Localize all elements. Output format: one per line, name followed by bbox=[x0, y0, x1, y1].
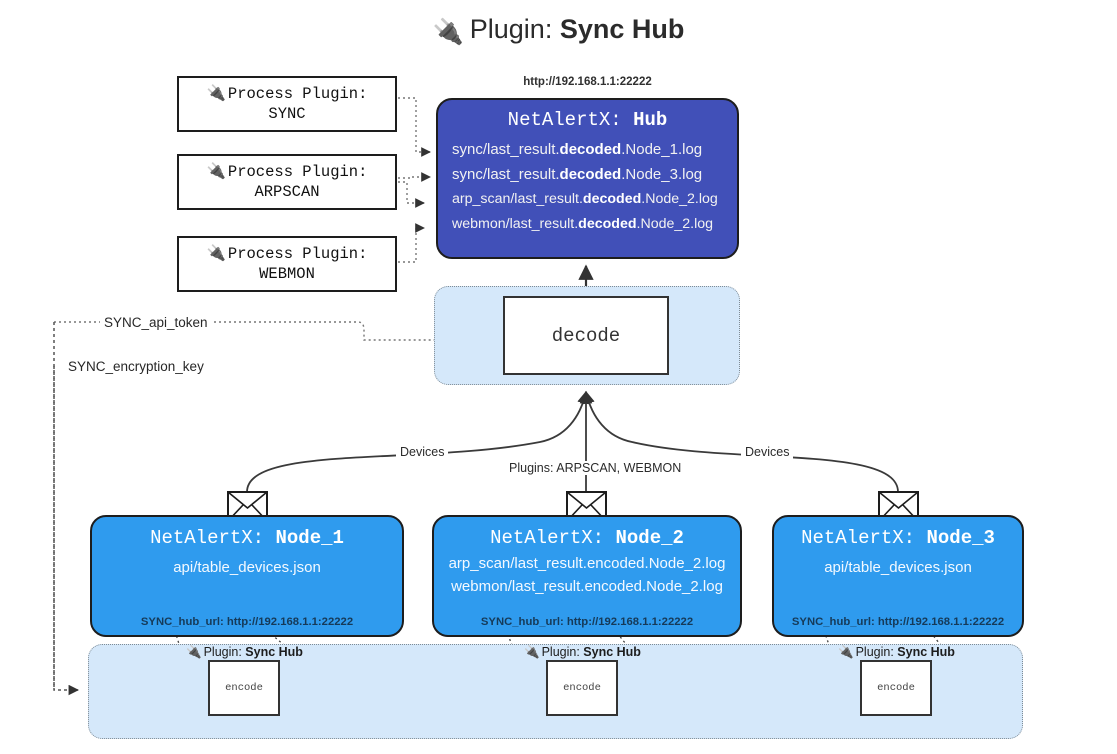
page-title: 🔌Plugin: Sync Hub bbox=[0, 14, 1117, 47]
hub-log-item: webmon/last_result.decoded.Node_2.log bbox=[452, 212, 737, 237]
hub-log-item: sync/last_result.decoded.Node_1.log bbox=[452, 137, 737, 162]
hub-title: NetAlertX: Hub bbox=[438, 109, 737, 131]
process-plugin-label: Process Plugin: bbox=[227, 84, 368, 103]
decode-box[interactable]: decode bbox=[503, 296, 669, 375]
process-plugin-box-sync[interactable]: 🔌Process Plugin: SYNC bbox=[177, 76, 397, 132]
encoder-prefix: Plugin: bbox=[541, 645, 580, 659]
encode-box-1[interactable]: encode bbox=[208, 660, 280, 716]
node-prefix: NetAlertX: bbox=[150, 527, 265, 549]
log-pre: webmon/last_result. bbox=[452, 216, 579, 232]
page-title-prefix: Plugin: bbox=[469, 14, 553, 44]
log-post: .Node_1.log bbox=[621, 141, 703, 158]
plug-icon: 🔌 bbox=[206, 162, 226, 180]
plug-icon: 🔌 bbox=[524, 645, 540, 659]
sync-api-token-label: SYNC_api_token bbox=[100, 315, 212, 330]
plug-icon: 🔌 bbox=[186, 645, 202, 659]
encode-box-3[interactable]: encode bbox=[860, 660, 932, 716]
node-title: NetAlertX: Node_1 bbox=[92, 527, 402, 549]
hub-node[interactable]: NetAlertX: Hub sync/last_result.decoded.… bbox=[436, 98, 739, 259]
node-name: Node_1 bbox=[275, 527, 344, 549]
node-name: Node_3 bbox=[926, 527, 995, 549]
encoder-name: Sync Hub bbox=[245, 645, 303, 659]
node-footer: SYNC_hub_url: http://192.168.1.1:22222 bbox=[140, 616, 354, 628]
node-line: arp_scan/last_result.encoded.Node_2.log bbox=[448, 555, 726, 572]
log-post: .Node_2.log bbox=[641, 191, 718, 207]
encoder-label-1: 🔌Plugin: Sync Hub bbox=[186, 645, 303, 660]
log-strong: decoded bbox=[578, 216, 637, 232]
process-plugin-box-arpscan[interactable]: 🔌Process Plugin: ARPSCAN bbox=[177, 154, 397, 210]
log-pre: sync/last_result. bbox=[452, 141, 560, 158]
hub-name: Hub bbox=[633, 109, 668, 131]
node-name: Node_2 bbox=[615, 527, 684, 549]
edge-label-plugins-center: Plugins: ARPSCAN, WEBMON bbox=[505, 461, 686, 475]
node-prefix: NetAlertX: bbox=[490, 527, 605, 549]
hub-url: http://192.168.1.1:22222 bbox=[523, 76, 652, 88]
node-box-node-3[interactable]: NetAlertX: Node_3 api/table_devices.json… bbox=[772, 515, 1024, 637]
node-title: NetAlertX: Node_2 bbox=[434, 527, 740, 549]
process-plugin-name: ARPSCAN bbox=[254, 183, 320, 201]
encoder-label-2: 🔌Plugin: Sync Hub bbox=[524, 645, 641, 660]
encoder-label-3: 🔌Plugin: Sync Hub bbox=[838, 645, 955, 660]
node-box-node-2[interactable]: NetAlertX: Node_2 arp_scan/last_result.e… bbox=[432, 515, 742, 637]
log-strong: decoded bbox=[582, 191, 642, 207]
encoder-prefix: Plugin: bbox=[855, 645, 894, 659]
sync-encryption-key-label: SYNC_encryption_key bbox=[64, 359, 208, 374]
process-plugin-box-webmon[interactable]: 🔌Process Plugin: WEBMON bbox=[177, 236, 397, 292]
hub-prefix: NetAlertX: bbox=[507, 109, 622, 131]
plug-icon: 🔌 bbox=[838, 645, 854, 659]
plug-icon: 🔌 bbox=[432, 18, 464, 46]
node-line: webmon/last_result.encoded.Node_2.log bbox=[451, 578, 723, 595]
node-footer: SYNC_hub_url: http://192.168.1.1:22222 bbox=[480, 616, 694, 628]
hub-log-item: arp_scan/last_result.decoded.Node_2.log bbox=[452, 187, 737, 212]
encoder-name: Sync Hub bbox=[897, 645, 955, 659]
log-pre: arp_scan/last_result. bbox=[452, 191, 583, 207]
node-box-node-1[interactable]: NetAlertX: Node_1 api/table_devices.json… bbox=[90, 515, 404, 637]
node-line: api/table_devices.json bbox=[824, 559, 972, 576]
log-strong: decoded bbox=[559, 141, 622, 158]
edge-label-devices-right: Devices bbox=[741, 445, 794, 459]
encode-box-2[interactable]: encode bbox=[546, 660, 618, 716]
process-plugin-name: WEBMON bbox=[259, 265, 315, 283]
encoder-name: Sync Hub bbox=[583, 645, 641, 659]
process-plugin-name: SYNC bbox=[268, 105, 306, 123]
node-line: api/table_devices.json bbox=[173, 559, 321, 576]
log-post: .Node_2.log bbox=[636, 216, 714, 232]
log-post: .Node_3.log bbox=[621, 166, 703, 183]
process-plugin-label: Process Plugin: bbox=[227, 162, 368, 181]
hub-log-item: sync/last_result.decoded.Node_3.log bbox=[452, 162, 737, 187]
node-prefix: NetAlertX: bbox=[801, 527, 916, 549]
plug-icon: 🔌 bbox=[206, 84, 226, 102]
edge-label-devices-left: Devices bbox=[396, 445, 449, 459]
hub-log-list: sync/last_result.decoded.Node_1.log sync… bbox=[438, 137, 737, 237]
process-plugin-label: Process Plugin: bbox=[227, 244, 368, 263]
node-title: NetAlertX: Node_3 bbox=[774, 527, 1022, 549]
log-strong: decoded bbox=[559, 166, 622, 183]
log-pre: sync/last_result. bbox=[452, 166, 560, 183]
encoder-prefix: Plugin: bbox=[203, 645, 242, 659]
plug-icon: 🔌 bbox=[206, 244, 226, 262]
node-footer: SYNC_hub_url: http://192.168.1.1:22222 bbox=[791, 616, 1005, 628]
page-title-name: Sync Hub bbox=[559, 14, 685, 44]
